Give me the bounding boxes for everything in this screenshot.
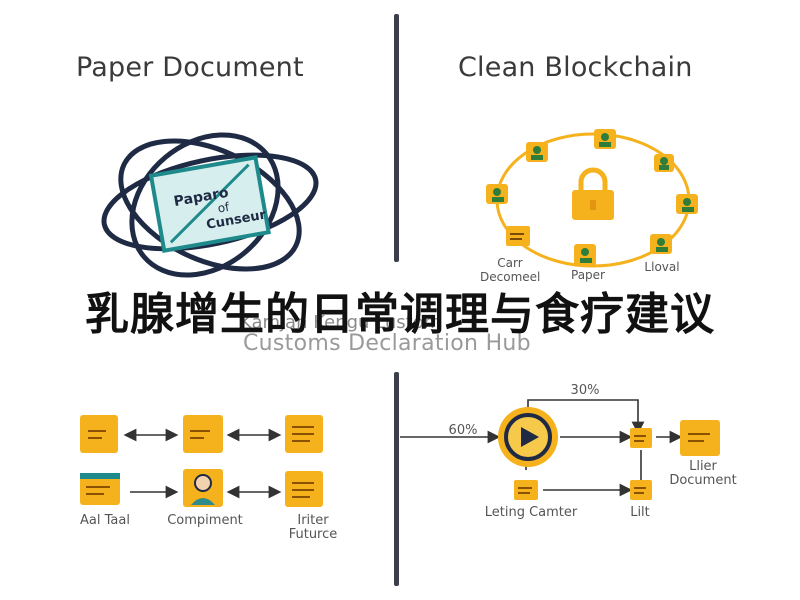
paper-document-graphic: Paparo of Cunseur — [101, 132, 319, 278]
blockchain-graphic — [486, 129, 698, 268]
percent-label-left: 60% — [448, 423, 478, 438]
user-node-icon — [654, 154, 674, 172]
document-node-icon — [506, 226, 530, 246]
doc-text-line: of — [217, 200, 232, 216]
label-line: Llier — [689, 459, 717, 474]
document-icon — [680, 420, 720, 456]
label-line: Document — [669, 473, 737, 488]
flow-label-bottom-left: Aal Taal — [80, 513, 130, 528]
user-node-icon — [594, 129, 616, 149]
document-icon — [630, 480, 652, 500]
user-node-icon — [486, 184, 508, 204]
document-flow-graphic — [80, 415, 323, 507]
vertical-divider-bottom — [394, 372, 399, 586]
hub-ghost-text: Kamjan Kengu Lustom — [240, 312, 442, 333]
clean-blockchain-title: Clean Blockchain — [458, 52, 693, 83]
orbit-ring — [118, 138, 302, 272]
node-label-center: Paper — [571, 268, 605, 282]
label-line: Futurce — [288, 527, 338, 542]
hub-title: Customs Declaration Hub — [243, 331, 531, 356]
user-node-icon — [526, 142, 548, 162]
label-line: Carr — [497, 256, 523, 270]
document-sheet — [148, 155, 271, 253]
play-icon — [498, 407, 558, 467]
orbit-ring — [101, 152, 319, 252]
document-icon — [285, 471, 323, 507]
document-icon — [285, 415, 323, 453]
flow-label-document: Llier Document — [660, 460, 746, 488]
user-node-icon — [574, 244, 596, 266]
document-icon — [183, 415, 223, 453]
node-label-right: Lloval — [644, 260, 680, 274]
user-node-icon — [650, 234, 672, 254]
percent-label-top: 30% — [570, 383, 600, 398]
document-icon — [514, 480, 538, 500]
document-icon — [80, 415, 118, 453]
overlay-title: 乳腺增生的日常调理与食疗建议 — [85, 289, 715, 340]
flow-label-bottom-left-right: Leting Camter — [484, 505, 578, 520]
process-flow-graphic — [400, 399, 720, 500]
lock-icon — [572, 167, 614, 220]
loop-connector — [527, 399, 645, 435]
orbit-ring — [129, 132, 281, 278]
node-label-left: Carr Decomeel — [480, 256, 540, 284]
flow-label-bottom-center: Compiment — [167, 513, 243, 528]
flow-label-bottom-right-right: Lilt — [630, 505, 650, 520]
user-node-icon — [676, 194, 698, 214]
vertical-divider-top — [394, 14, 399, 262]
label-line: Iriter — [297, 513, 329, 528]
paper-document-title: Paper Document — [76, 52, 304, 83]
flow-label-bottom-right: Iriter Futurce — [278, 514, 348, 542]
document-icon — [630, 428, 652, 448]
person-icon — [183, 469, 223, 507]
document-icon — [80, 473, 120, 505]
label-line: Decomeel — [480, 270, 541, 284]
